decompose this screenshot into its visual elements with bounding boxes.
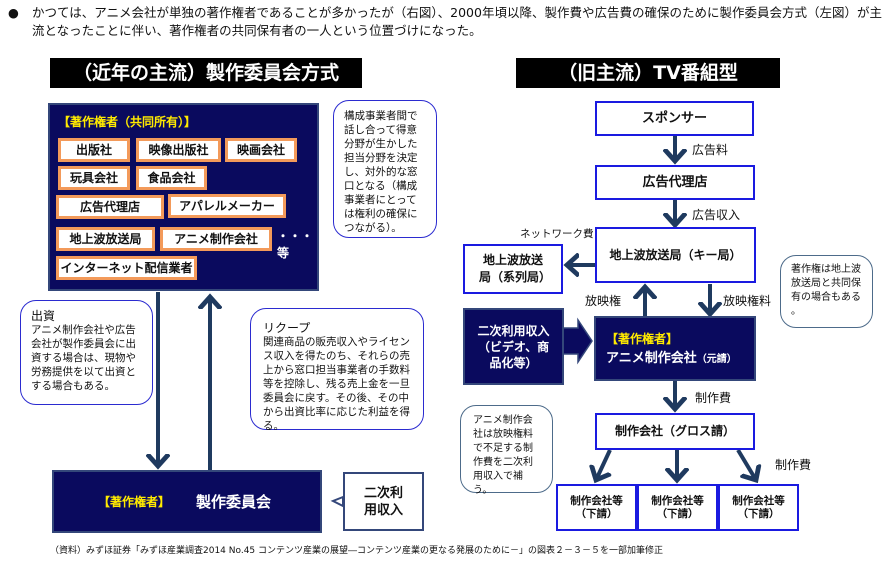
anime-callout: アニメ制作会社は放映権料で不足する制作費を二次利用収入で補う。 [460, 405, 553, 496]
member-chip: アニメ制作会社 [160, 227, 272, 251]
left-title: （近年の主流）製作委員会方式 [50, 58, 362, 88]
source-note: （資料）みずほ証券「みずほ産業調査2014 No.45 コンテンツ産業の展望―コ… [50, 546, 664, 556]
anime-suffix: （元請） [696, 354, 737, 365]
intro-sentence: かつては、アニメ会社が単独の著作権者であることが多かったが（右図）、2000年頃… [32, 5, 882, 38]
recoup-callout: リクープ 関連商品の販売収入やライセンス収入を得たのち、それらの売上から窓口担当… [250, 308, 424, 432]
secondary-income-box-left: 二次利用収入 [343, 472, 424, 531]
subcontractor-box: 制作会社等（下請） [637, 484, 718, 531]
committee-label: 製作委員会 [196, 493, 272, 511]
gross-company-box: 制作会社（グロス請） [595, 413, 755, 450]
member-chip: 映画会社 [225, 138, 297, 162]
member-chip: 映像出版社 [136, 138, 221, 162]
co-owners-box: 【著作権者（共同所有）】 出版社 映像出版社 映画会社 玩具会社 食品会社 広告… [48, 103, 319, 291]
agency-box: 広告代理店 [595, 165, 755, 200]
committee-box: 【著作権者】 製作委員会 [52, 470, 322, 533]
broadcast-right-label: 放映権 [585, 294, 622, 308]
bullet: ● [8, 5, 19, 20]
etc-label: ・・・等 [277, 229, 314, 260]
ad-fee-label: 広告料 [692, 143, 729, 157]
anime-owner-label: 【著作権者】 [606, 332, 679, 346]
right-title: （旧主流）TV番組型 [516, 58, 780, 88]
sub-arrow-3 [736, 448, 756, 480]
committee-owner-label: 【著作権者】 [98, 495, 171, 509]
broadcast-fee-label: 放映権料 [723, 294, 772, 308]
secondary-income-box-right: 二次利用収入（ビデオ、商品化等） [463, 308, 564, 385]
production-fee-label-1: 制作費 [695, 391, 732, 405]
station-callout: 著作権は地上波放送局と共同保有の場合もある 。 [780, 255, 873, 328]
member-chip: 食品会社 [136, 166, 207, 190]
intro-text: ● かつては、アニメ会社が単独の著作権者であることが多かったが（右図）、2000… [8, 4, 893, 40]
recoup-title: リクープ [263, 321, 311, 335]
investment-callout: 出資 アニメ制作会社や広告会社が製作委員会に出資する場合は、現物や労務提供を以て… [20, 300, 153, 405]
subcontractor-box: 制作会社等（下請） [718, 484, 799, 531]
member-chip: アパレルメーカー [168, 194, 286, 218]
members-callout: 構成事業者間で話し合って得意分野が生かした担当分野を決定し、対外的な窓口となる（… [333, 100, 437, 238]
recoup-text: 関連商品の販売収入やライセンス収入を得たのち、それらの売上から窓口担当事業者の手… [263, 336, 410, 432]
anime-company-box: 【著作権者】 アニメ制作会社（元請） [594, 316, 756, 381]
key-station-box: 地上波放送局（キー局） [595, 227, 756, 283]
secondary-income-arrow-left [330, 495, 344, 508]
sponsor-box: スポンサー [595, 101, 754, 136]
affiliate-station-box: 地上波放送局（系列局） [463, 244, 563, 294]
investment-title: 出資 [31, 309, 56, 323]
investment-text: アニメ制作会社や広告会社が製作委員会に出資する場合は、現物や労務提供を以て出資と… [31, 324, 136, 392]
co-owners-label: 【著作権者（共同所有）】 [58, 115, 197, 129]
member-chip: 広告代理店 [56, 195, 164, 219]
ad-income-label: 広告収入 [692, 208, 741, 222]
network-fee-label: ネットワーク費 [520, 228, 594, 240]
production-fee-label-2: 制作費 [775, 458, 812, 472]
member-chip: 地上波放送局 [56, 227, 155, 251]
sub-arrow-1 [596, 449, 612, 480]
member-chip: インターネット配信業者 [56, 256, 197, 280]
secondary-income-arrow-right [562, 317, 593, 365]
subcontractor-box: 制作会社等（下請） [556, 484, 637, 531]
member-chip: 玩具会社 [58, 166, 130, 190]
anime-company-label: アニメ制作会社 [606, 351, 697, 366]
member-chip: 出版社 [58, 138, 130, 162]
